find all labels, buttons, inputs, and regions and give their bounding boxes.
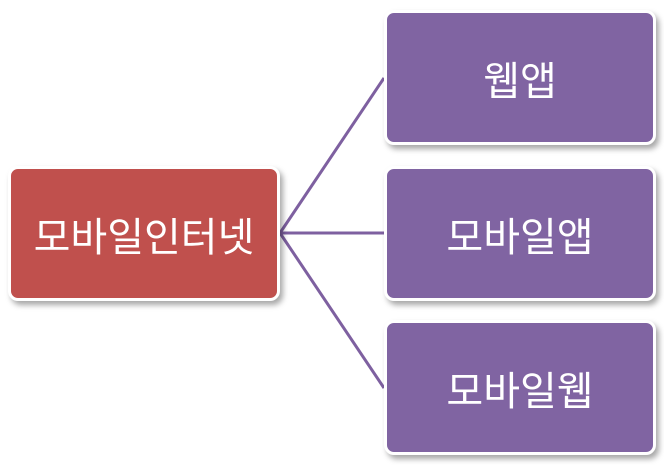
child-node-label: 모바일웹	[446, 368, 594, 415]
root-node-label: 모바일인터넷	[33, 214, 255, 261]
connector-to-mobileweb	[278, 232, 386, 389]
child-node-webapp: 웹앱	[384, 10, 656, 145]
connector-to-webapp	[278, 77, 386, 234]
child-node-mobileapp: 모바일앱	[384, 166, 656, 301]
root-node: 모바일인터넷	[8, 166, 280, 301]
child-node-label: 모바일앱	[446, 214, 594, 261]
child-node-label: 웹앱	[483, 58, 557, 105]
child-node-mobileweb: 모바일웹	[384, 320, 656, 455]
